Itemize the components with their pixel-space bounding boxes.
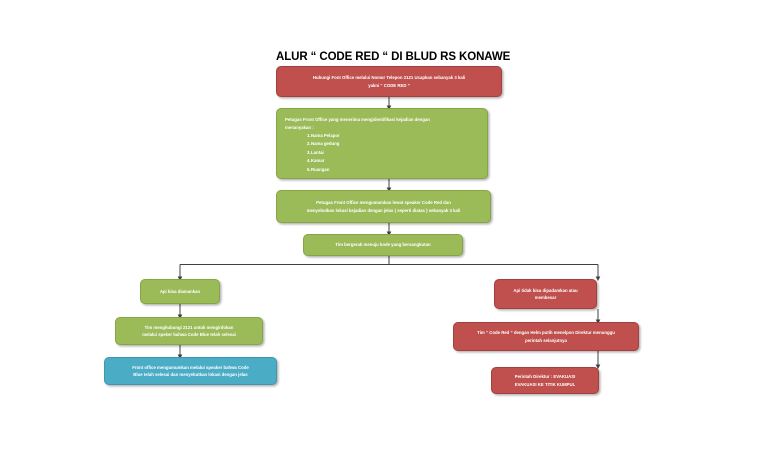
- node-fire-not-secured-text: Api tidak bisa dipadamkan atau membesar: [501, 287, 590, 301]
- node-director-order-line1: Perintah Direktur : EVAKUASI: [514, 374, 576, 380]
- list-item-label: Kamar: [311, 158, 325, 164]
- list-item: 2. Nama gedung: [285, 140, 479, 148]
- list-item: 5. Ruangan: [285, 166, 479, 174]
- node-team-moves: Tim bergerak menuju kode yang bersangkut…: [303, 234, 463, 256]
- node-identify-content: Petugas Front Office yang menerima mengi…: [285, 116, 479, 174]
- list-item-number: 4.: [307, 158, 311, 164]
- node-call-director-line2: perintah selanjutnya: [525, 337, 567, 343]
- node-team-call-back-text: Tim menghubungi 2121 untuk menginfokan m…: [122, 324, 256, 338]
- node-announce-line2: menyebutkan lokasi kejadian dengan jelas…: [306, 207, 461, 213]
- list-item-number: 1.: [307, 133, 311, 139]
- node-identify-intro-line2: menanyakan :: [285, 124, 314, 130]
- node-call-director: Tim “ Code Red ” dengan Helm putih menel…: [453, 322, 639, 351]
- node-director-order-line2: EVAKUASI KE TITIK KUMPUL: [514, 381, 576, 387]
- node-call-director-line1: Tim “ Code Red ” dengan Helm putih menel…: [477, 330, 615, 336]
- node-start-call-line2: yakni “ CODE RED ”: [368, 82, 410, 88]
- node-fire-secured: Api bisa diamankan: [140, 279, 220, 304]
- node-start-call-text: Hubungi Font Office melalui Nomor Telepo…: [283, 74, 495, 88]
- node-announce-code-red: Petugas Front Office mengumumkan lewat s…: [276, 190, 491, 223]
- node-call-director-text: Tim “ Code Red ” dengan Helm putih menel…: [460, 329, 632, 343]
- list-item-label: Nama Pelapor: [311, 133, 340, 139]
- node-identify-incident: Petugas Front Office yang menerima mengi…: [276, 108, 488, 179]
- node-fire-not-secured-line2: membesar: [534, 295, 557, 300]
- node-team-call-back: Tim menghubungi 2121 untuk menginfokan m…: [115, 317, 263, 345]
- list-item: 3. Lantai: [285, 149, 479, 157]
- node-front-office-announce-done: Front office mengumumkan melalui speaker…: [104, 357, 277, 385]
- node-front-office-announce-done-text: Front office mengumumkan melalui speaker…: [111, 364, 270, 378]
- node-fire-not-secured: Api tidak bisa dipadamkan atau membesar: [494, 279, 597, 309]
- node-start-call: Hubungi Font Office melalui Nomor Telepo…: [276, 66, 502, 97]
- list-item-number: 3.: [307, 149, 311, 155]
- page-title: ALUR “ CODE RED “ DI BLUD RS KONAWE: [276, 51, 511, 63]
- node-director-order: Perintah Direktur : EVAKUASI EVAKUASI KE…: [491, 367, 599, 394]
- node-announce-text: Petugas Front Office mengumumkan lewat s…: [283, 199, 484, 213]
- node-team-moves-text: Tim bergerak menuju kode yang bersangkut…: [335, 242, 431, 248]
- node-director-order-text: Perintah Direktur : EVAKUASI EVAKUASI KE…: [498, 373, 592, 387]
- node-fire-not-secured-line1: Api tidak bisa dipadamkan atau: [513, 287, 578, 293]
- node-team-call-back-line2: melalui speker bahwa Code Blue telah sel…: [142, 332, 236, 337]
- node-fire-secured-text: Api bisa diamankan: [159, 288, 201, 294]
- list-item: 4. Kamar: [285, 157, 479, 165]
- node-front-office-announce-done-line1: Front office mengumumkan melalui speaker…: [132, 364, 249, 370]
- list-item-label: Lantai: [311, 149, 324, 155]
- list-item-number: 5.: [307, 166, 311, 172]
- list-item-label: Ruangan: [311, 166, 330, 172]
- list-item-number: 2.: [307, 141, 311, 147]
- node-team-call-back-line1: Tim menghubungi 2121 untuk menginfokan: [144, 324, 234, 330]
- node-start-call-line1: Hubungi Font Office melalui Nomor Telepo…: [312, 75, 466, 81]
- list-item-label: Nama gedung: [311, 141, 340, 147]
- node-announce-line1: Petugas Front Office mengumumkan lewat s…: [316, 200, 451, 206]
- node-front-office-announce-done-line2: Blue telah selesai dan menyebutkan lokas…: [133, 372, 248, 377]
- node-identify-intro-line1: Petugas Front Office yang menerima mengi…: [285, 117, 430, 122]
- identify-question-list: 1. Nama Pelapor 2. Nama gedung 3. Lantai…: [285, 132, 479, 174]
- list-item: 1. Nama Pelapor: [285, 132, 479, 140]
